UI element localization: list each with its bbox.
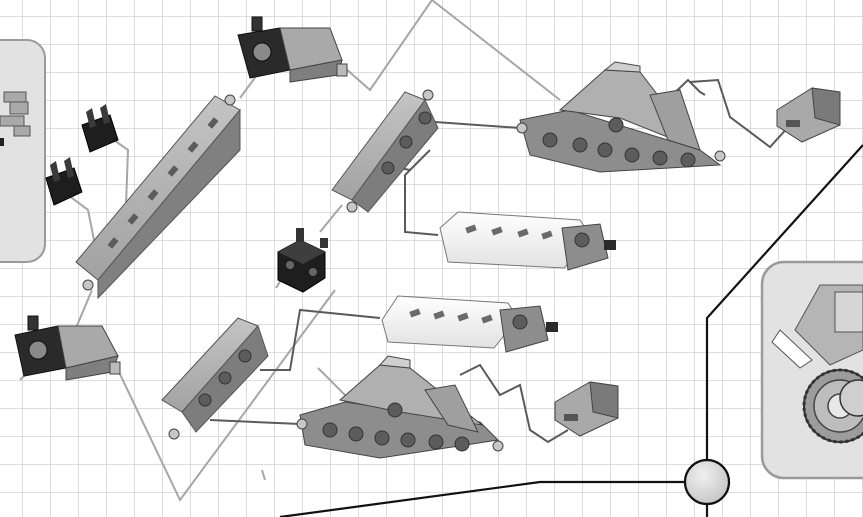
right-result-inset: [762, 262, 863, 478]
callout-circle: [685, 460, 729, 504]
left-partial-inset: [0, 40, 45, 262]
